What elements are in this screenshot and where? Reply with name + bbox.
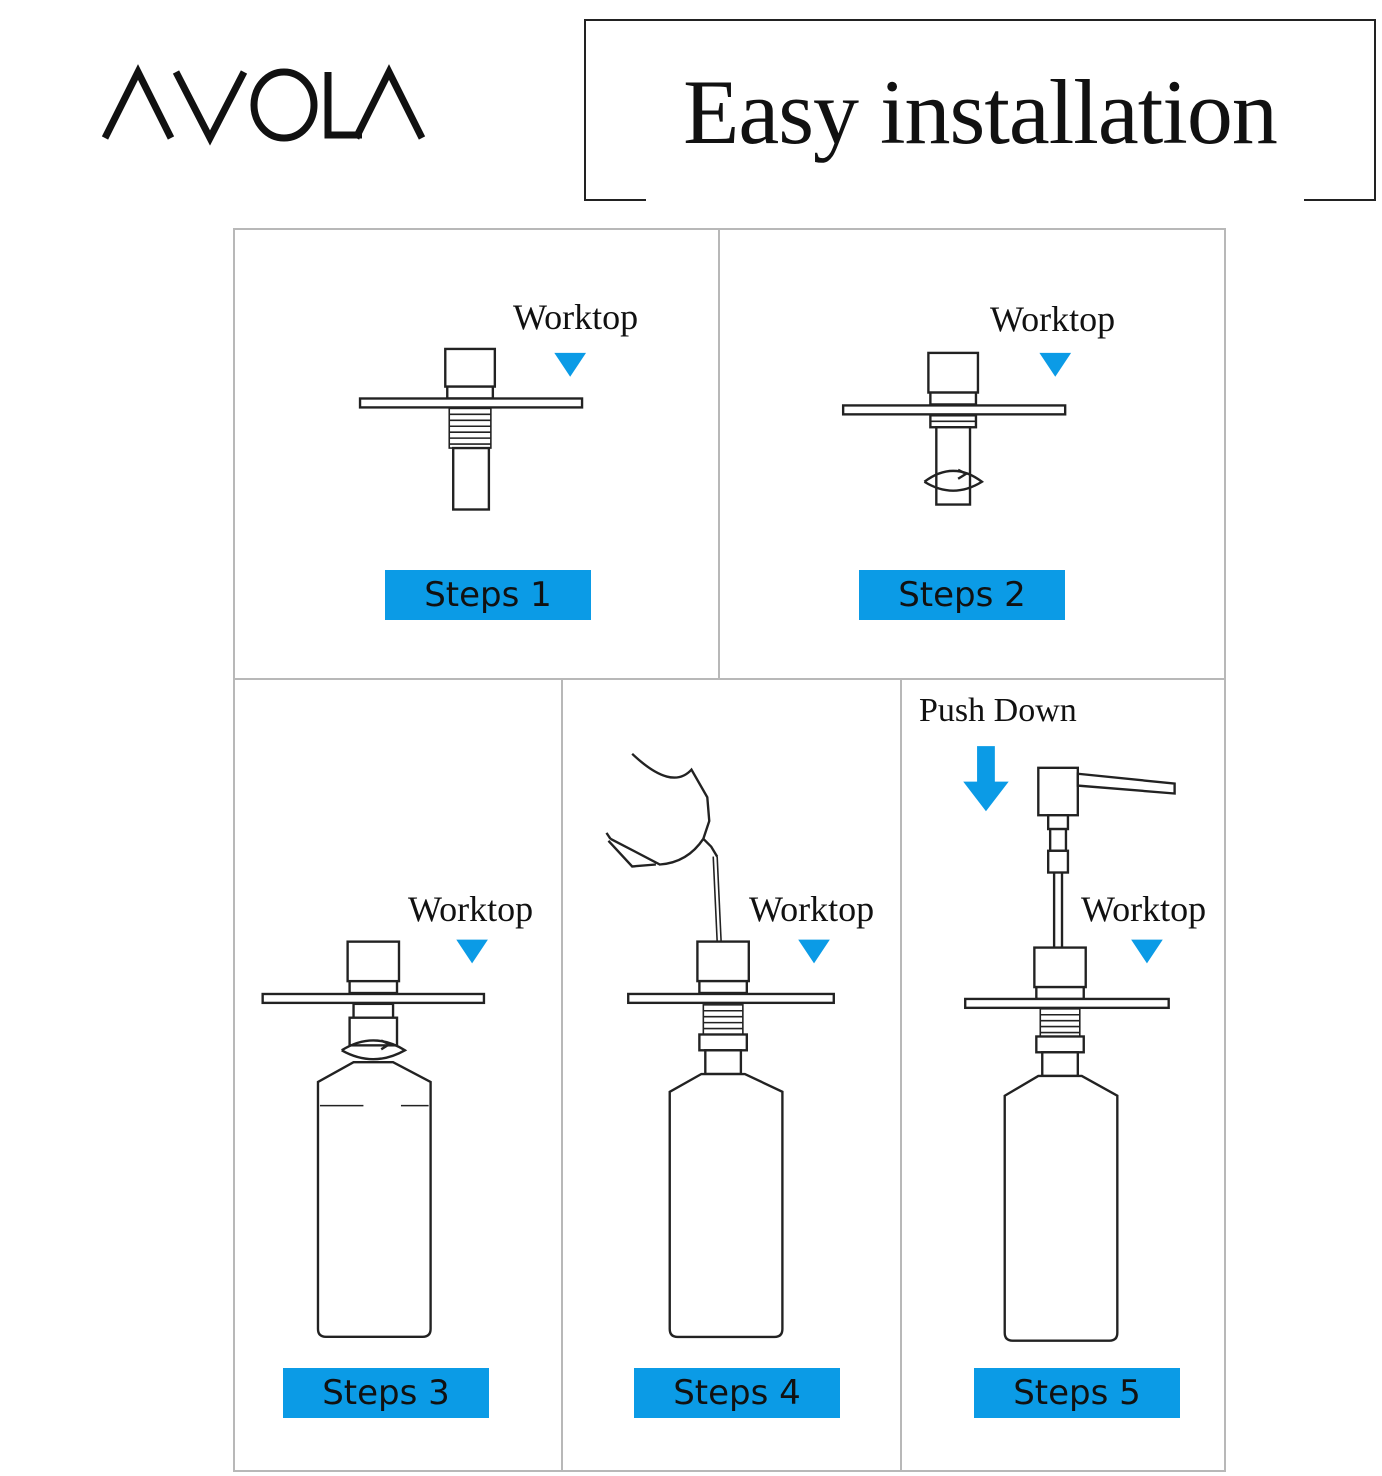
title-box-corner-left <box>584 199 646 201</box>
step-badge: Steps 3 <box>283 1368 489 1418</box>
title-box: Easy installation <box>584 19 1376 201</box>
down-triangle-icon <box>554 352 587 377</box>
step-panel-4: Worktop Steps 4 <box>561 678 902 1472</box>
down-triangle-icon <box>456 939 488 964</box>
down-triangle-icon <box>798 939 830 964</box>
step-panel-5: Push Down Worktop Steps 5 <box>900 678 1226 1472</box>
title-box-corner-right <box>1304 199 1376 201</box>
page-title: Easy installation <box>683 61 1278 163</box>
worktop-label: Worktop <box>990 299 1116 339</box>
worktop-label: Worktop <box>408 889 534 929</box>
worktop-label: Worktop <box>513 297 639 337</box>
bottle-attach-illustration <box>261 939 488 1338</box>
down-triangle-icon <box>1131 939 1163 964</box>
worktop-label: Worktop <box>1081 889 1207 929</box>
push-down-label: Push Down <box>919 692 1077 729</box>
worktop-label: Worktop <box>749 889 875 929</box>
step-badge: Steps 4 <box>634 1368 840 1418</box>
step-panel-2: Worktop Steps 2 <box>718 228 1226 680</box>
nut-tighten-illustration <box>841 351 1072 506</box>
fill-soap-illustration <box>605 752 835 1339</box>
pump-insert-illustration <box>358 347 587 511</box>
pump-head-illustration <box>963 746 1176 1342</box>
avola-logo <box>101 64 426 146</box>
step-panel-1: Worktop Steps 1 <box>233 228 720 680</box>
step-badge: Steps 5 <box>974 1368 1180 1418</box>
down-arrow-icon <box>963 746 1009 812</box>
step-badge: Steps 1 <box>385 570 591 620</box>
step-badge: Steps 2 <box>859 570 1065 620</box>
step-panel-3: Worktop Steps 3 <box>233 678 563 1472</box>
down-triangle-icon <box>1039 352 1072 377</box>
